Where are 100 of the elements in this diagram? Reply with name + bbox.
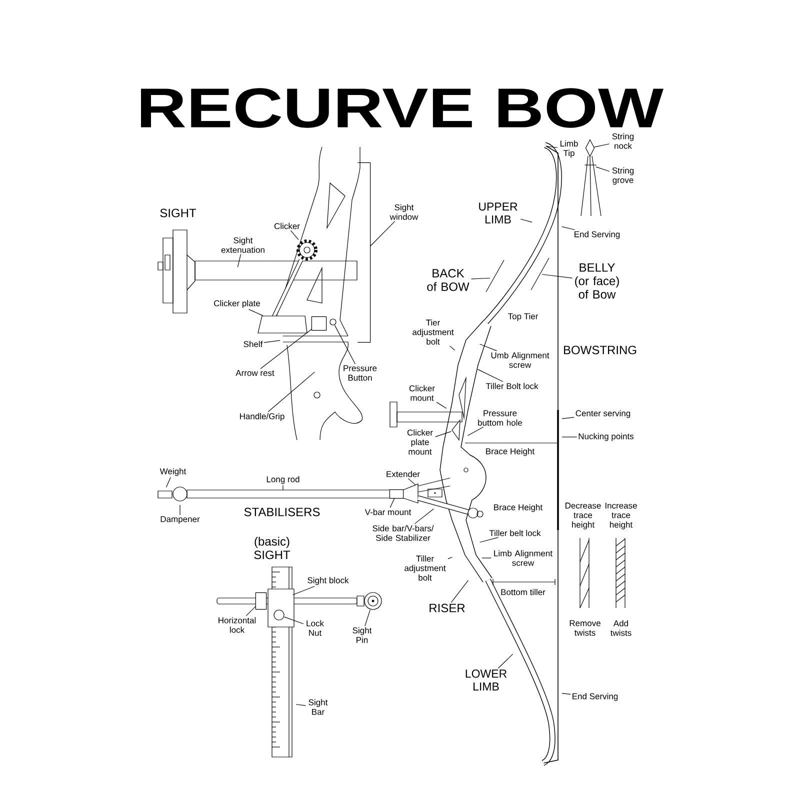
part-label: LOWER LIMB: [466, 670, 507, 690]
leader-line: [520, 218, 532, 223]
leader-line: [449, 346, 455, 350]
part-label: Horizontal lock: [218, 617, 256, 633]
part-label: Sight Pin: [352, 627, 372, 643]
part-label: Clicker plate: [214, 300, 260, 308]
part-label: Pressure Button: [344, 365, 377, 381]
part-label: End Serving: [574, 231, 620, 239]
leader-line: [542, 274, 573, 278]
part-label: Limb Alignment screw: [494, 550, 552, 566]
part-label: Sight block: [308, 577, 349, 585]
leader-line: [390, 498, 395, 508]
pressure-button: [330, 318, 336, 326]
leader-line: [260, 328, 312, 370]
part-label: Shelf: [244, 340, 263, 348]
leader-line: [284, 616, 304, 624]
part-label: Sight extenuation: [221, 237, 264, 253]
part-label: String nock: [612, 133, 634, 149]
leader-line: [448, 556, 453, 560]
part-label: Handle/Grip: [240, 413, 284, 421]
part-label: Clicker mount: [409, 385, 435, 401]
part-label: End Serving: [572, 693, 618, 701]
leader-line: [562, 436, 578, 438]
measure-label: Brace Height: [486, 448, 534, 456]
part-label: Limb Tip: [560, 140, 578, 158]
leader-line: [237, 254, 242, 268]
leader-line: [562, 226, 576, 230]
leader-line: [435, 431, 452, 438]
part-label: Pressure buttom hole: [478, 410, 522, 426]
part-label: Umb Alignment screw: [491, 352, 550, 368]
part-label: BACK of BOW: [427, 269, 470, 291]
leader-line: [296, 704, 306, 706]
part-label: Tiller adjustment bolt: [404, 555, 446, 581]
part-label: Extender: [386, 470, 420, 478]
part-label: Side bar/V-bars/ Side Stabilizer: [372, 525, 434, 541]
leader-line: [467, 426, 484, 436]
note-text: Decrease trace height: [566, 502, 601, 530]
leader-line: [370, 220, 396, 246]
part-label: Tiller Bolt lock: [486, 382, 538, 390]
part-label: UPPER LIMB: [479, 202, 518, 224]
string-nock: [585, 139, 595, 157]
leader-line: [408, 478, 416, 486]
clicker-plate: [258, 316, 308, 334]
v-bar-mount: [389, 489, 404, 499]
part-label: Arrow rest: [236, 370, 274, 376]
leader-line: [268, 372, 316, 412]
part-label: Center serving: [576, 410, 630, 418]
measure-label: Brace Height: [494, 504, 542, 512]
lock-nut: [274, 610, 284, 620]
leader-line: [596, 166, 610, 172]
part-label: Tier adjustment bolt: [412, 319, 454, 345]
leader-line: [290, 230, 299, 240]
leader-line: [594, 144, 610, 148]
part-label: Sight window: [390, 204, 418, 220]
leader-line: [498, 654, 514, 669]
part-label: Sight Bar: [308, 699, 328, 715]
leader-line: [166, 476, 171, 488]
part-label: Nucking points: [578, 433, 634, 441]
leader-line: [364, 610, 370, 626]
leader-line: [292, 586, 315, 596]
part-label: Tiller belt lock: [489, 530, 541, 536]
bracket: [357, 162, 371, 343]
leader-line: [436, 402, 447, 409]
section-heading: (basic) SIGHT: [254, 536, 290, 560]
part-label: Clicker plate mount: [407, 429, 433, 455]
leader-line: [470, 278, 490, 280]
part-label: Dampener: [160, 516, 200, 524]
leader-line: [480, 537, 499, 543]
leader-line: [414, 508, 434, 524]
note-text: Increase trace height: [606, 502, 637, 530]
leader-line: [546, 146, 558, 148]
part-label: Long rod: [266, 476, 300, 484]
part-label: BELLY (or face) of Bow: [575, 263, 619, 299]
section-heading: STABILISERS: [244, 508, 320, 516]
note-text: Remove twists: [570, 620, 600, 636]
section-heading: BOWSTRING: [564, 346, 636, 354]
leader-line: [480, 344, 498, 352]
title: RECURVE BOW: [141, 88, 664, 128]
leader-line: [562, 417, 574, 419]
leader-line: [562, 693, 571, 695]
part-label: RISER: [430, 604, 465, 612]
part-label: Weight: [160, 468, 186, 476]
part-label: String grove: [612, 167, 634, 185]
part-label: Lock Nut: [306, 620, 324, 636]
measure-label: Bottom tiller: [501, 588, 546, 596]
section-heading: SIGHT: [160, 208, 196, 218]
horizontal-lock: [255, 592, 267, 610]
part-label: Clicker: [274, 222, 300, 230]
leader-line: [246, 606, 256, 616]
leader-line: [282, 484, 284, 490]
clicker-gear: [296, 240, 318, 260]
arrow-rest: [311, 316, 327, 331]
leader-line: [264, 340, 280, 343]
leader-line: [248, 308, 264, 316]
leader-line: [450, 580, 468, 603]
part-label: V-bar mount: [364, 508, 412, 516]
leader-line: [477, 369, 504, 382]
note-text: Add twists: [610, 620, 632, 636]
part-label: Top Tier: [508, 313, 538, 321]
leader-line: [334, 325, 356, 364]
